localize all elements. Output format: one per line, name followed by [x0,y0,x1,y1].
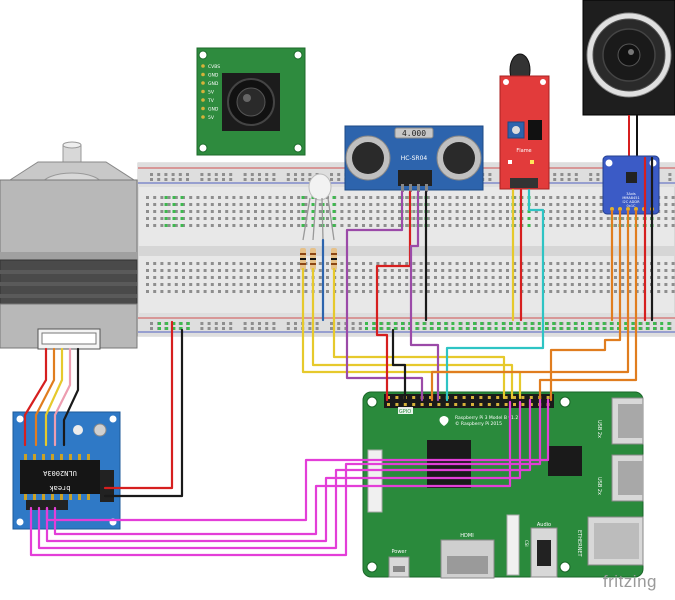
camera-pin-label: 5V [208,90,215,96]
csi-label: CSI [524,540,529,547]
hdmi-label: HDMI [460,533,473,539]
accel-line-1: 3Axis [626,192,636,196]
camera-pin-label: TV [207,98,215,104]
accel-line-3: I2C ADDR [622,200,640,204]
camera-pin-label: GND [208,107,219,113]
accel-line-2: MMA8451 [622,196,639,200]
flame-sensor: Flame [499,53,550,190]
accelerometer-module: 3Axis MMA8451 I2C ADDR 0x1C [602,155,660,215]
resistors [300,248,337,270]
stepper-motor [0,141,138,350]
driver-board-label: break [49,484,71,492]
camera-pin-labels: CVBS GND GND 5V TV GND 5V [201,64,220,121]
audio-label: Audio [537,522,551,528]
ultrasonic-sensor: 4.000 HC-SR04 [344,125,484,192]
pi-title-line-2: © Raspberry Pi 2015 [455,420,502,427]
dsi-connector [367,449,383,513]
ultrasonic-model: HC-SR04 [401,155,428,162]
usb-label-1: USB 2x [596,420,602,438]
power-label: Power [391,549,407,555]
camera-pin-label: GND [208,73,219,79]
flame-sensor-label: Flame [516,148,531,154]
ultrasonic-display: 4.000 [402,129,426,138]
speaker [582,0,675,158]
rgb-led [302,173,335,241]
accel-line-4: 0x1C [627,204,637,208]
gpio-label: GPIO [399,409,411,415]
uln2003-driver-board: ULN2003A break [12,411,121,530]
camera-pin-label: 5V [208,115,215,121]
gpio-header [384,394,554,408]
fritzing-watermark: fritzing [602,572,657,591]
wires [23,156,654,557]
usb-label-2: USB 2x [596,477,602,495]
camera-pin-label: CVBS [208,64,220,70]
ethernet-label: ETHERNET [576,530,582,558]
raspberry-logo-icon [439,416,449,426]
driver-chip-label: ULN2003A [42,469,77,477]
camera-module: CVBS GND GND 5V TV GND 5V [196,47,306,156]
pi-title-line-1: Raspberry Pi 3 Model B v1.2 [455,415,518,421]
camera-pin-label: GND [208,81,219,87]
